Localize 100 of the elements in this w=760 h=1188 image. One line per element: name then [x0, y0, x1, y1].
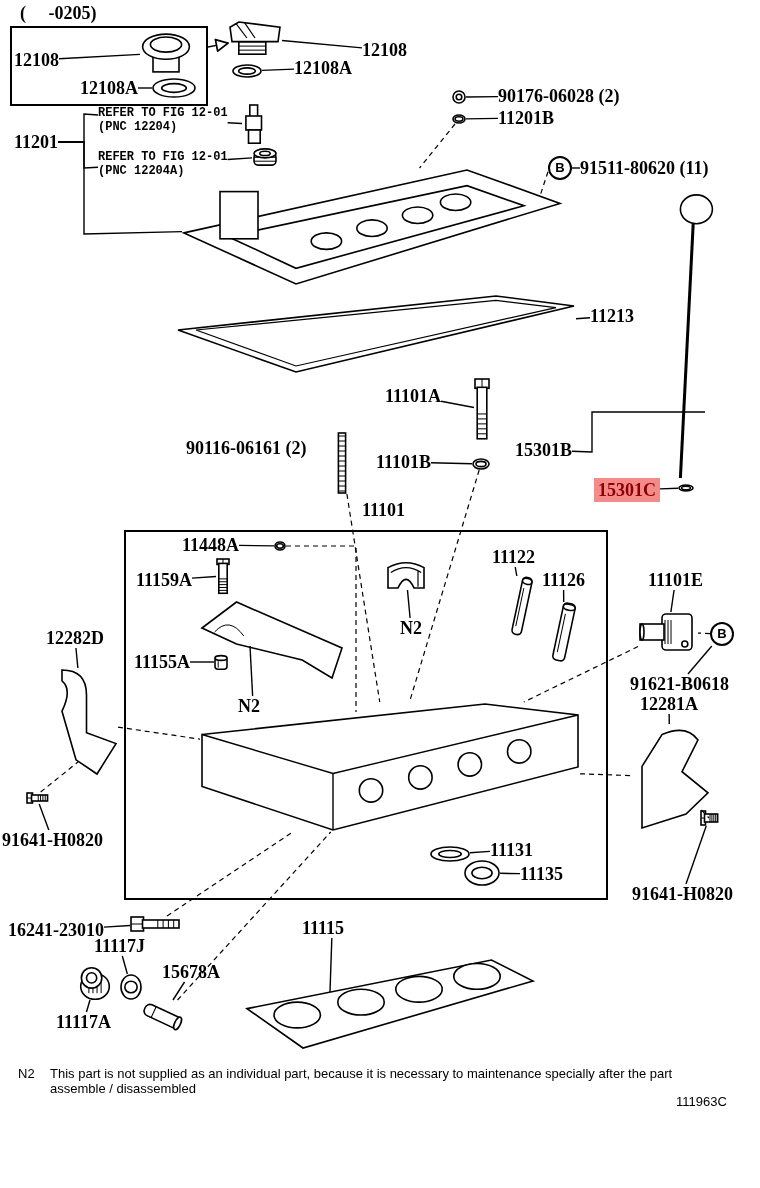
part-number: N2	[400, 618, 422, 638]
oil-cap-drawing	[228, 20, 282, 56]
part-number: 11131	[490, 840, 533, 860]
leader-line	[226, 157, 253, 161]
assembly-line	[700, 809, 710, 819]
part-number: 11126	[542, 570, 585, 590]
plug-drawing	[130, 916, 180, 932]
washer-drawing	[452, 114, 466, 124]
leader-line	[238, 544, 275, 547]
leader-line	[465, 117, 499, 120]
leader-line	[57, 141, 183, 235]
o-ring-drawing	[678, 484, 694, 492]
leader-line	[226, 122, 243, 125]
leader-line	[659, 487, 679, 490]
part-number: 12108	[362, 40, 407, 60]
part-number: 11101E	[648, 570, 704, 590]
leader-line	[189, 661, 215, 663]
part-number: 11101B	[376, 452, 432, 472]
leader-line	[172, 981, 186, 1001]
assembly-line	[579, 773, 631, 777]
part-number: 12108A	[294, 58, 352, 78]
part-number: 91641-H0820	[2, 830, 103, 850]
part-number: N2	[238, 696, 260, 716]
assembly-line	[697, 632, 711, 635]
leader-line	[575, 317, 591, 320]
reference-note: REFER TO FIG 12-01 (PNC 12204)	[98, 106, 228, 134]
part-number: 11448A	[182, 535, 239, 555]
part-number: 12281A	[640, 694, 698, 714]
gasket-drawing	[232, 64, 262, 78]
part-number: 91621-B0618	[630, 674, 729, 694]
leader-line	[562, 589, 565, 603]
callout-circle: B	[548, 156, 572, 180]
part-number: 11101A	[385, 386, 441, 406]
figure-number: 111963C	[676, 1094, 728, 1109]
leader-line	[329, 937, 333, 993]
leader-line	[191, 575, 217, 579]
leader-line	[465, 95, 499, 98]
assembly-line	[40, 761, 79, 793]
leader-line	[514, 566, 518, 577]
footnote: This part is not supplied as an individual part, because it is necessary to maintenance specially after the part assemble / disassembled	[50, 1066, 674, 1096]
leader-line	[85, 999, 91, 1013]
bolt-drawing	[26, 792, 48, 804]
plug-drawing	[430, 846, 470, 862]
leader-line	[75, 647, 79, 669]
assembly-line	[418, 123, 456, 169]
assembly-line	[176, 831, 332, 1001]
part-number: 11159A	[136, 570, 192, 590]
bolt-drawing	[700, 810, 718, 826]
part-number: 15678A	[162, 962, 220, 982]
leader-line	[406, 589, 411, 619]
part-number: 91511-80620 (11)	[580, 158, 709, 178]
part-number: 12108A	[80, 78, 138, 98]
grommet-drawing	[252, 148, 278, 166]
leader-line	[261, 68, 295, 72]
part-number: 11201B	[498, 108, 554, 128]
part-number: 91641-H0820	[632, 884, 733, 904]
reference-note: REFER TO FIG 12-01 (PNC 12204A)	[98, 150, 228, 178]
part-number: 11122	[492, 547, 535, 567]
pin-drawing	[214, 654, 228, 670]
stud-bolt-drawing	[336, 432, 348, 494]
part-number: 90176-06028 (2)	[498, 86, 620, 106]
nut-drawing	[452, 90, 466, 104]
head-gasket-drawing	[245, 958, 535, 1050]
assembly-line	[117, 726, 201, 740]
leader-line	[103, 924, 131, 928]
group-heading: ( -0205)	[20, 3, 97, 23]
leader-line	[685, 825, 707, 885]
part-number: 11213	[590, 306, 634, 326]
part-number: 11155A	[134, 652, 190, 672]
part-number: 11201	[14, 132, 58, 152]
gasket-drawing	[152, 78, 196, 98]
part-number: 15301C	[594, 478, 660, 502]
cover-gasket-drawing	[176, 294, 576, 374]
washer-drawing	[472, 458, 490, 470]
plug-drawing	[78, 966, 112, 1000]
part-number: 12108	[14, 50, 59, 70]
part-number: 15301B	[515, 440, 572, 460]
valve-guide-drawing	[554, 602, 574, 662]
leader-line	[430, 462, 473, 465]
assembly-line	[166, 831, 294, 917]
camshaft-bearing-cap-drawing	[200, 600, 346, 680]
bolt-drawing	[216, 558, 230, 594]
valve-guide-drawing	[514, 576, 530, 636]
bolt-drawing	[474, 378, 490, 440]
leader-line	[687, 645, 713, 675]
plug-drawing	[274, 541, 286, 551]
leader-line	[281, 39, 363, 49]
part-number: 12282D	[46, 628, 104, 648]
leader-line	[121, 955, 129, 975]
assembly-line	[523, 645, 639, 703]
part-number: 11115	[302, 918, 345, 938]
assembly-line	[285, 545, 357, 713]
gasket-drawing	[120, 974, 142, 1000]
leader-line	[469, 850, 491, 854]
leader-line	[670, 589, 675, 613]
leader-line	[38, 803, 50, 831]
oil-seal-drawing	[464, 860, 500, 886]
leader-line	[571, 411, 706, 453]
leader-line	[137, 87, 153, 89]
group-heading: 11101	[362, 500, 405, 520]
